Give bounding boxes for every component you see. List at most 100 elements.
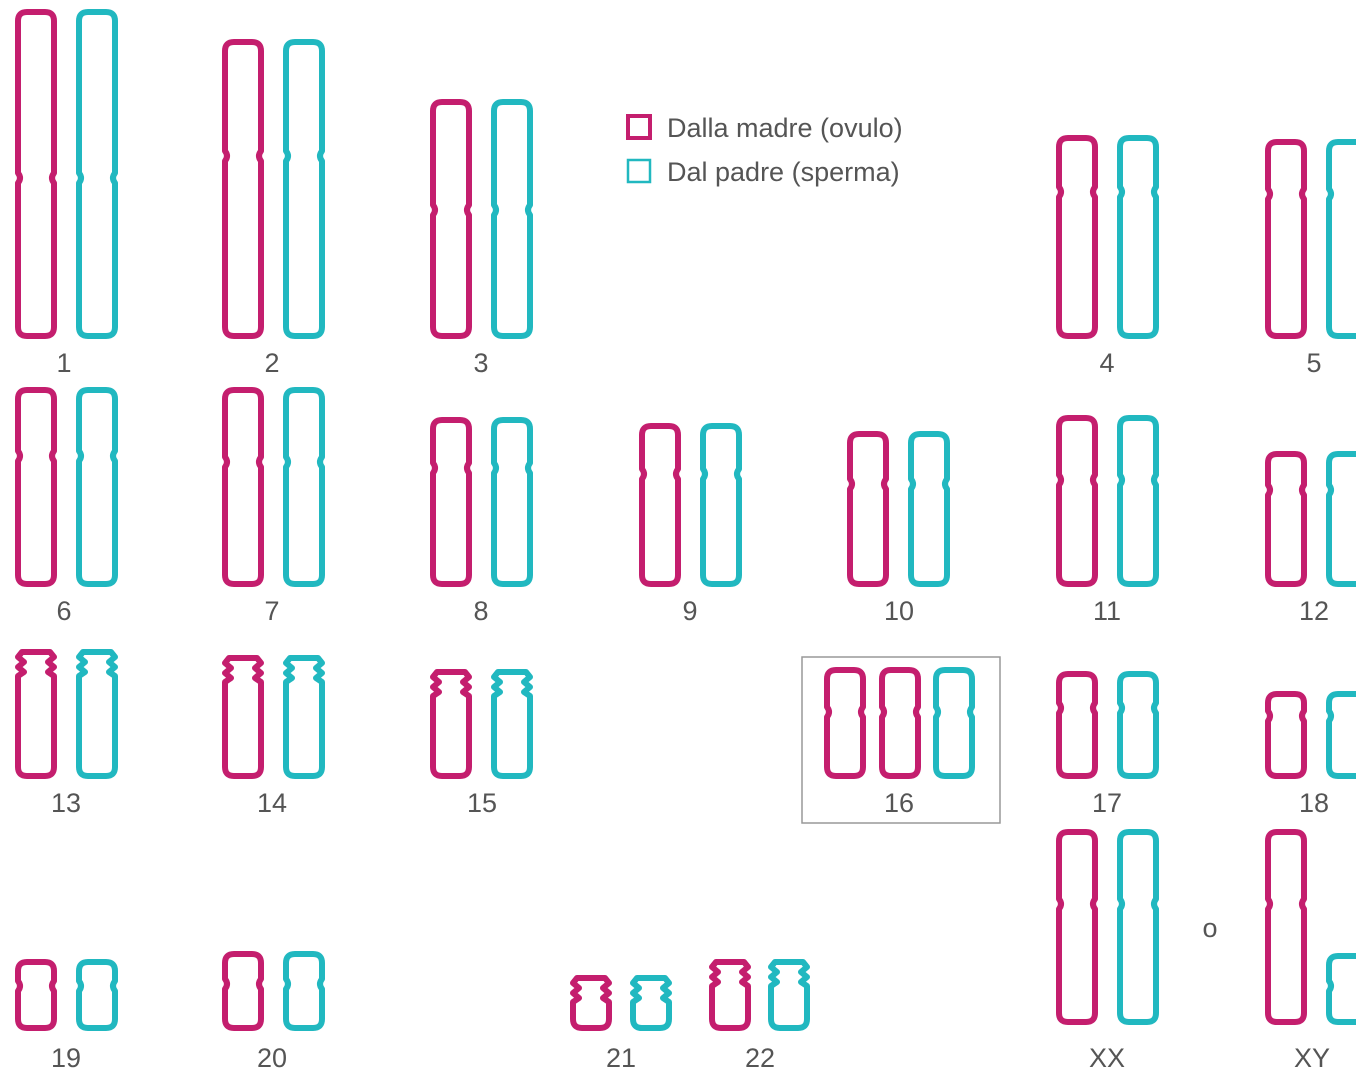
chromosome-label-19: 19 <box>51 1043 81 1073</box>
chromosome-18-mother-1 <box>1268 694 1304 776</box>
chromosome-group-18 <box>1268 694 1356 776</box>
legend-father-swatch <box>628 160 650 182</box>
chromosome-group-22 <box>712 962 807 1028</box>
chromosome-17-mother-1 <box>1059 674 1095 776</box>
chromosome-group-12 <box>1268 454 1356 584</box>
chromosome-label-11: 11 <box>1093 596 1121 626</box>
chromosome-20-father-2 <box>286 954 322 1028</box>
chromosome-group-8 <box>433 420 530 584</box>
chromosome-label-14: 14 <box>257 788 287 818</box>
chromosome-group-13 <box>18 652 115 776</box>
chromosome-label-4: 4 <box>1099 348 1114 378</box>
chromosome-8-mother-1 <box>433 420 469 584</box>
label-layer: 1 2 3 4 5 6 7 8 9 10 11 12 13 14 15 16 1… <box>51 348 1330 1073</box>
chromosome-group-xy <box>1268 832 1356 1022</box>
chromosome-9-mother-1 <box>642 426 678 584</box>
legend-mother-label: Dalla madre (ovulo) <box>667 113 903 143</box>
chromosome-label-15: 15 <box>467 788 497 818</box>
chromosome-22-mother-1 <box>712 962 748 1028</box>
chromosome-9-father-2 <box>703 426 739 584</box>
chromosome-16-mother-2 <box>882 670 918 776</box>
or-separator: o <box>1202 913 1217 943</box>
chromosome-5-father-2 <box>1329 142 1356 336</box>
chromosome-label-17: 17 <box>1092 788 1122 818</box>
chromosome-15-mother-1 <box>433 672 469 776</box>
chromosome-group-10 <box>850 434 947 584</box>
chromosome-group-6 <box>18 390 115 584</box>
chromosome-group-5 <box>1268 142 1356 336</box>
chromosome-group-2 <box>225 42 322 336</box>
legend-father-label: Dal padre (sperma) <box>667 157 900 187</box>
chromosome-label-18: 18 <box>1299 788 1329 818</box>
chromosome-xx-father-2 <box>1120 832 1156 1022</box>
chromosome-label-16: 16 <box>884 788 914 818</box>
chromosome-group-9 <box>642 426 739 584</box>
chromosome-6-mother-1 <box>18 390 54 584</box>
chromosome-16-father-3 <box>936 670 972 776</box>
chromosome-3-father-2 <box>494 102 530 336</box>
legend: Dalla madre (ovulo) Dal padre (sperma) <box>628 113 903 187</box>
chromosome-1-mother-1 <box>18 12 54 336</box>
chromosome-group-20 <box>225 954 322 1028</box>
chromosome-group-17 <box>1059 674 1156 776</box>
chromosome-label-7: 7 <box>264 596 279 626</box>
chromosome-21-mother-1 <box>573 978 609 1028</box>
chromosome-group-1 <box>18 12 115 336</box>
chromosome-group-7 <box>225 390 322 584</box>
chromosome-group-19 <box>18 962 115 1028</box>
chromosome-20-mother-1 <box>225 954 261 1028</box>
chromosome-11-mother-1 <box>1059 418 1095 584</box>
chromosome-14-father-2 <box>286 658 322 776</box>
legend-mother-swatch <box>628 116 650 138</box>
chromosome-label-2: 2 <box>264 348 279 378</box>
chromosome-7-father-2 <box>286 390 322 584</box>
chromosome-group-15 <box>433 672 530 776</box>
chromosome-4-mother-1 <box>1059 138 1095 336</box>
chromosome-3-mother-1 <box>433 102 469 336</box>
chromosome-15-father-2 <box>494 672 530 776</box>
chromosome-label-12: 12 <box>1299 596 1329 626</box>
chromosome-5-mother-1 <box>1268 142 1304 336</box>
chromosome-22-father-2 <box>771 962 807 1028</box>
chromosome-label-1: 1 <box>56 348 71 378</box>
chromosome-21-father-2 <box>633 978 669 1028</box>
chromosome-2-father-2 <box>286 42 322 336</box>
chromosome-12-mother-1 <box>1268 454 1304 584</box>
chromosome-label-6: 6 <box>56 596 71 626</box>
chromosome-label-xy: XY <box>1294 1043 1330 1073</box>
chromosome-xy-mother-1 <box>1268 832 1304 1022</box>
chromosome-group-4 <box>1059 138 1156 336</box>
chromosome-xx-mother-1 <box>1059 832 1095 1022</box>
chromosome-17-father-2 <box>1120 674 1156 776</box>
chromosome-2-mother-1 <box>225 42 261 336</box>
chromosome-label-9: 9 <box>682 596 697 626</box>
chromosome-group-16 <box>827 670 972 776</box>
chromosome-18-father-2 <box>1329 694 1356 776</box>
chromosome-group-21 <box>573 978 669 1028</box>
chromosome-16-mother-1 <box>827 670 863 776</box>
chromosome-group-3 <box>433 102 530 336</box>
chromosome-label-22: 22 <box>745 1043 775 1073</box>
chromosome-group-14 <box>225 658 322 776</box>
chromosome-14-mother-1 <box>225 658 261 776</box>
chromosome-label-xx: XX <box>1089 1043 1125 1073</box>
chromosome-1-father-2 <box>79 12 115 336</box>
chromosome-7-mother-1 <box>225 390 261 584</box>
chromosome-10-father-2 <box>911 434 947 584</box>
chromosome-label-20: 20 <box>257 1043 287 1073</box>
chromosome-12-father-2 <box>1329 454 1356 584</box>
chromosome-label-21: 21 <box>606 1043 636 1073</box>
chromosome-19-mother-1 <box>18 962 54 1028</box>
chromosome-label-8: 8 <box>473 596 488 626</box>
chromosome-13-mother-1 <box>18 652 54 776</box>
chromosome-group-xx <box>1059 832 1156 1022</box>
chromosome-8-father-2 <box>494 420 530 584</box>
chromosome-13-father-2 <box>79 652 115 776</box>
chromosome-label-5: 5 <box>1306 348 1321 378</box>
chromosome-label-10: 10 <box>884 596 914 626</box>
chromosome-label-3: 3 <box>473 348 488 378</box>
chromosome-10-mother-1 <box>850 434 886 584</box>
chromosome-group-11 <box>1059 418 1156 584</box>
chromosome-4-father-2 <box>1120 138 1156 336</box>
